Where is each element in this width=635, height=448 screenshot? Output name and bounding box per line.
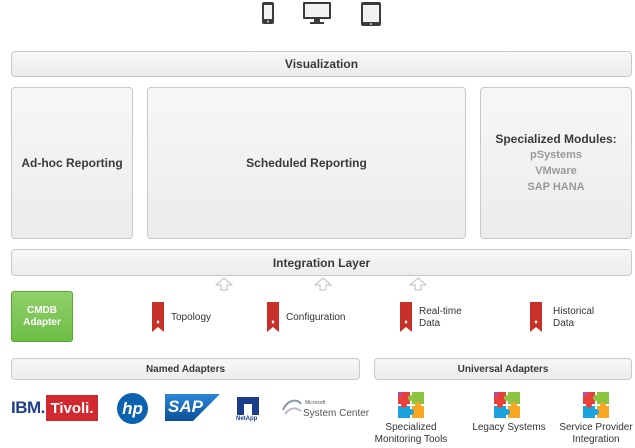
module-item: SAP HANA [527,181,585,193]
data-type-line2: Data [419,318,441,329]
adhoc-reporting-box: Ad-hoc Reporting [11,87,133,239]
data-type-line2: Data [553,318,575,329]
source-legacy-systems: Legacy Systems [464,422,554,434]
modules-title: Specialized Modules: [495,132,617,146]
module-item: VMware [535,165,577,177]
cmdb-adapter: CMDB Adapter [11,291,73,342]
system-center-text: System Center [303,408,370,419]
system-center-logo: Microsoft System Center [281,396,369,422]
integration-layer: Integration Layer [11,249,632,276]
universal-adapters-label: Universal Adapters [457,363,549,375]
arrow-up-icon [409,277,427,291]
source-line2: Monitoring Tools [374,434,448,445]
puzzle-icon [494,392,520,418]
ibm-logo: IBM. [11,398,45,418]
arrow-up-icon [215,277,233,291]
tablet-icon [361,2,381,26]
source-line2: Integration [572,434,620,445]
bookmark-icon [400,302,412,332]
data-type-line1: Historical [553,306,595,317]
tivoli-logo-text: Tivoli. [50,399,94,417]
ibm-logo-text: IBM. [11,398,45,417]
adhoc-reporting-label: Ad-hoc Reporting [21,156,123,170]
named-adapters-header: Named Adapters [11,358,360,380]
visualization-label: Visualization [284,57,359,71]
data-type-historical: Historical Data [553,306,594,330]
puzzle-icon [398,392,424,418]
monitor-icon [303,2,331,24]
microsoft-text: Microsoft [305,400,326,406]
data-type-configuration: Configuration [286,312,345,324]
data-type-line1: Configuration [286,312,346,323]
scheduled-reporting-box: Scheduled Reporting [147,87,466,239]
cmdb-line2: Adapter [23,316,61,328]
sap-logo: SAP [165,394,220,421]
arrow-up-icon [314,277,332,291]
netapp-logo-text: NetApp [236,416,258,422]
bookmark-icon [267,302,279,332]
hp-logo-text: hp [122,398,143,418]
data-type-realtime: Real-time Data [419,306,462,330]
bookmark-icon [530,302,542,332]
data-type-line1: Real-time [419,306,462,317]
module-item: pSystems [530,149,582,161]
scheduled-reporting-label: Scheduled Reporting [246,156,367,170]
source-service-provider: Service Provider Integration [556,422,635,446]
phone-icon [262,2,274,24]
puzzle-icon [583,392,609,418]
netapp-logo: NetApp [236,396,260,424]
source-specialized-monitoring: Specialized Monitoring Tools [366,422,456,446]
source-line1: Specialized [385,422,437,433]
hp-logo: hp [117,393,148,424]
integration-label: Integration Layer [272,255,371,270]
universal-adapters-header: Universal Adapters [374,358,632,380]
tivoli-logo: Tivoli. [46,395,98,421]
specialized-modules-box: Specialized Modules: pSystems VMware SAP… [480,87,632,239]
visualization-layer: Visualization [11,51,632,77]
source-line1: Legacy Systems [472,422,546,433]
named-adapters-label: Named Adapters [145,363,226,375]
sap-logo-text: SAP [168,397,203,416]
data-type-topology: Topology [171,312,211,324]
source-line1: Service Provider [559,422,633,433]
cmdb-line1: CMDB [27,304,57,316]
bookmark-icon [152,302,164,332]
data-type-line1: Topology [171,312,212,323]
